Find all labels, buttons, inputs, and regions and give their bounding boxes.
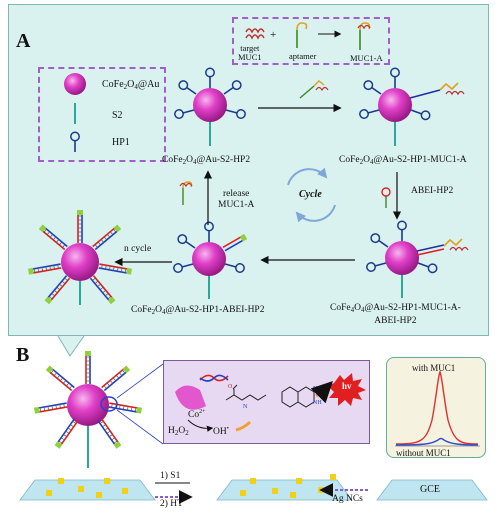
aptamer-icon	[296, 22, 308, 48]
without-muc1-label: without MUC1	[396, 448, 451, 458]
hv-burst	[328, 373, 366, 406]
state3-label: CoFe4O4@Au-S2-HP1-MUC1-A-ABEI-HP2	[330, 303, 461, 326]
legend-sphere	[64, 73, 86, 95]
ag-nc-icon	[330, 474, 336, 480]
abei-hp2-arrow-label: ABEI-HP2	[411, 186, 454, 196]
plus-sign: +	[270, 29, 277, 41]
state1-particle	[173, 67, 247, 146]
step-ht-label: 2) HT	[160, 499, 183, 509]
aptamer-label: aptamer	[289, 51, 317, 61]
state3-particle	[365, 220, 469, 298]
emission-arrow	[310, 381, 333, 404]
callout-pointer	[57, 335, 85, 357]
svg-text:N: N	[243, 404, 248, 410]
abei-molecule: O N NH NH	[225, 384, 322, 410]
curve-without-muc1	[395, 437, 479, 446]
muc1-a-label: MUC1-A	[350, 53, 383, 63]
h2o2-label: H2O2	[168, 426, 189, 437]
electrode-1	[19, 478, 156, 501]
legend-hp1-symbol	[70, 131, 80, 153]
svg-text:O: O	[228, 384, 233, 390]
panel-a	[8, 4, 489, 336]
h2o2-arrow	[187, 419, 214, 432]
legend-nanoparticle-label: CoFe2O4@Au	[102, 79, 160, 91]
legend-box	[38, 67, 166, 162]
abei-hp2-icon	[381, 187, 391, 208]
cobalt-label: Co2+	[188, 409, 206, 421]
reaction-box	[232, 17, 390, 65]
step-s1-label: 1) S1	[160, 471, 181, 481]
signal-plot	[395, 370, 480, 447]
state4-label: CoFe2O4@Au-S2-HP1-ABEI-HP2	[131, 305, 265, 316]
state2-label: CoFe2O4@Au-S2-HP1-MUC1-A	[339, 155, 467, 166]
target-muc1-icon	[245, 28, 265, 40]
callout-particle-wedge	[175, 385, 206, 410]
panel-b-label: B	[16, 344, 30, 366]
svg-text:NH: NH	[313, 400, 322, 406]
oh-label: OH•	[213, 426, 229, 438]
zoom-line-top	[116, 363, 164, 399]
muc1-a-icon	[357, 22, 371, 50]
state5-particle	[27, 209, 133, 306]
legend-s2-label: S2	[112, 110, 123, 121]
callout-dna-helix	[199, 374, 229, 382]
hv-label: hv	[342, 381, 352, 391]
electrode-3	[376, 479, 488, 501]
gce-label: GCE	[420, 484, 440, 495]
panel-a-label: A	[16, 30, 31, 52]
state4-particle	[172, 221, 248, 299]
panel-b-particle	[33, 350, 143, 468]
oh-arrow	[235, 420, 252, 432]
muc1-a-release-icon	[179, 181, 193, 205]
muc1-a-incoming-icon	[299, 80, 329, 99]
zoom-line-bottom	[116, 409, 164, 445]
state2-particle	[358, 67, 465, 146]
curve-with-muc1	[395, 370, 479, 445]
n-cycle-label: n cycle	[124, 244, 152, 254]
ag-nc-label: Ag NCs	[332, 494, 363, 504]
state1-label: CoFe2O4@Au-S2-HP2	[162, 155, 251, 166]
cycle-circular-arrows	[287, 167, 336, 223]
legend-hp1-label: HP1	[112, 137, 130, 148]
with-muc1-label: with MUC1	[412, 363, 456, 373]
cycle-label: Cycle	[299, 189, 322, 200]
